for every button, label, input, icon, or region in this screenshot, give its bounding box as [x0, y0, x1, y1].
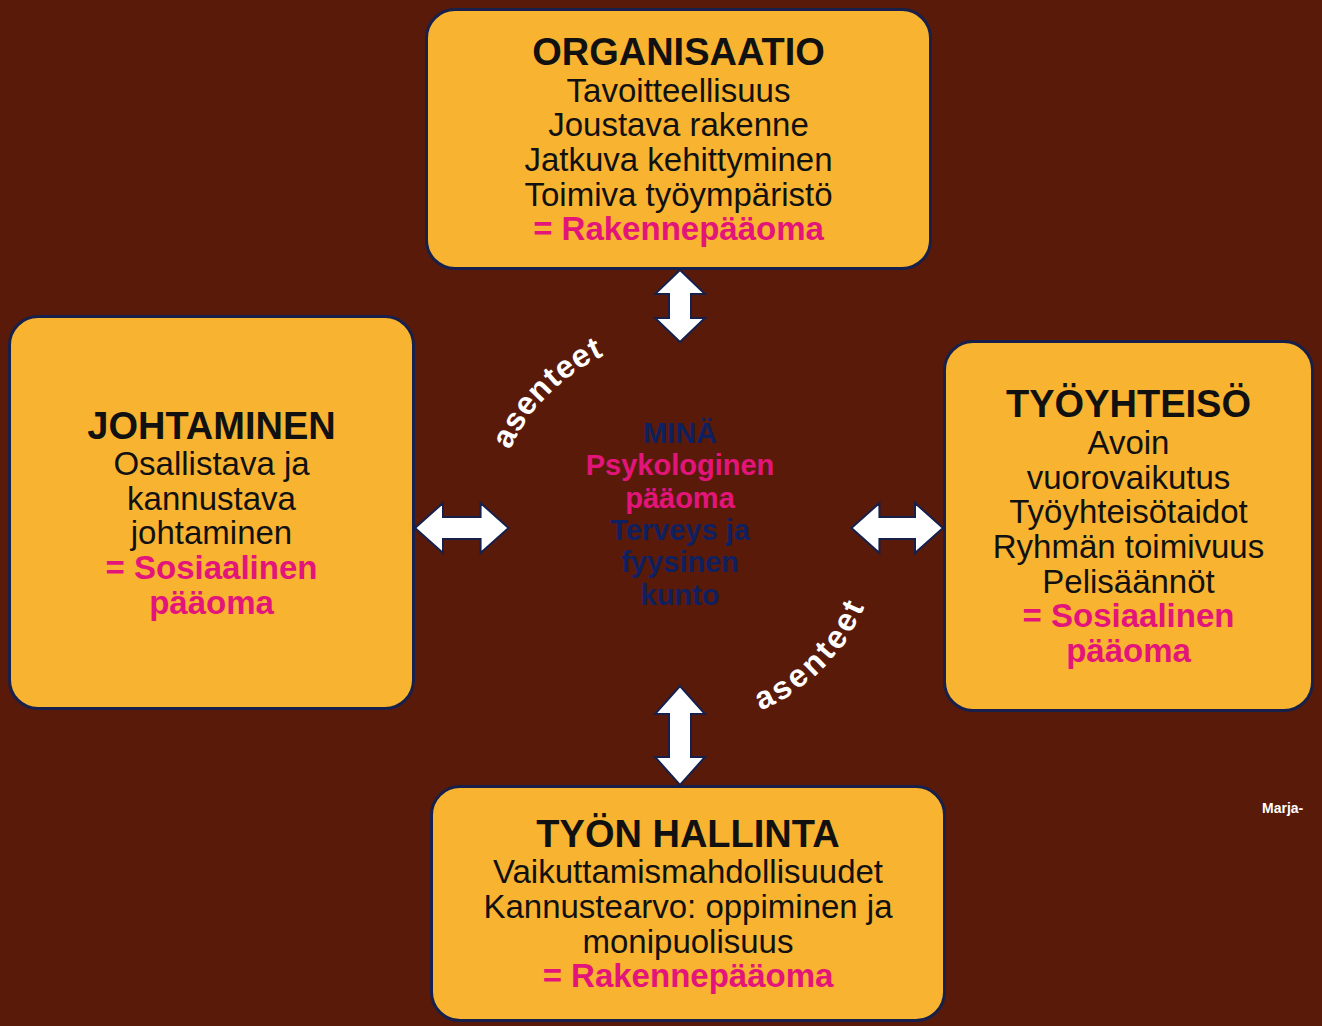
self-circle: MINÄPsykologinen pääomaTerveys ja fyysin… [508, 342, 852, 686]
box-item: Toimiva työympäristö [524, 178, 832, 213]
box-item: Jatkuva kehittyminen [524, 143, 832, 178]
category-box: JOHTAMINENOsallistava ja kannustava joht… [8, 315, 415, 710]
box-item: Pelisäännöt [1042, 565, 1214, 600]
box-heading: TYÖYHTEISÖ [1006, 383, 1251, 426]
capital-type: = Sosiaalinen pääoma [986, 599, 1271, 668]
box-heading: ORGANISAATIO [532, 31, 825, 74]
self-text: MINÄ [643, 417, 717, 449]
box-item: Joustava rakenne [548, 108, 809, 143]
capital-type: = Rakennepääoma [543, 959, 834, 994]
self-text: Terveys ja fyysinen kunto [583, 514, 778, 611]
box-heading: TYÖN HALLINTA [536, 813, 839, 856]
category-box: TYÖN HALLINTAVaikuttamismahdollisuudetKa… [430, 785, 946, 1022]
box-item: Osallistava ja kannustava johtaminen [77, 447, 347, 551]
circle-shape [510, 344, 850, 684]
double-arrow [655, 270, 705, 342]
box-item: Vaikuttamismahdollisuudet [493, 855, 883, 890]
box-item: Avoin vuorovaikutus [986, 426, 1271, 495]
box-item: Kannustearvo: oppiminen ja monipuolisuus [448, 890, 928, 959]
author-credit: Marja- [1262, 800, 1303, 816]
double-arrow [851, 503, 943, 553]
capital-type: = Rakennepääoma [533, 212, 824, 247]
box-item: Ryhmän toimivuus [993, 530, 1264, 565]
attitude-ring: asenteetasenteetMINÄPsykologinen pääomaT… [462, 308, 902, 748]
double-arrow [415, 503, 509, 553]
box-heading: JOHTAMINEN [87, 405, 335, 448]
hearth-floor [0, 732, 1322, 1026]
capital-type: = Sosiaalinen pääoma [77, 551, 347, 620]
box-item: Tavoitteellisuus [567, 74, 791, 109]
brick-wall [260, 0, 1140, 330]
box-item: Työyhteisötaidot [1009, 495, 1247, 530]
category-box: TYÖYHTEISÖAvoin vuorovaikutusTyöyhteisöt… [943, 340, 1314, 712]
category-box: ORGANISAATIOTavoitteellisuusJoustava rak… [425, 8, 932, 270]
ring-shape [464, 310, 900, 746]
credit-holder: Marja- [1262, 800, 1303, 816]
double-arrow [655, 686, 705, 785]
self-text: Psykologinen pääoma [583, 449, 778, 514]
